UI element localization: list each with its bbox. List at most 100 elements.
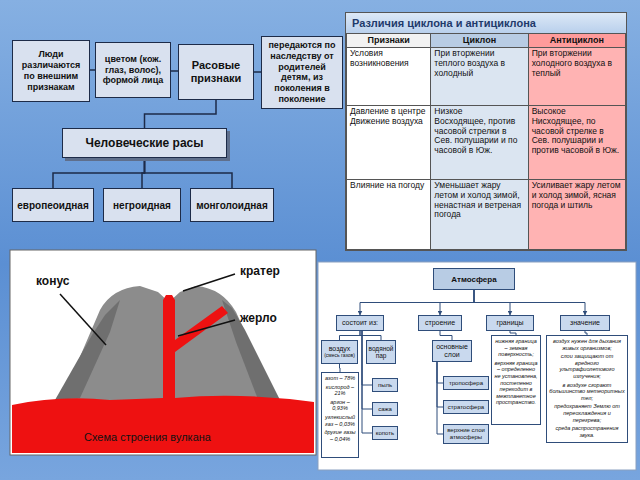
cell-text: Движение воздуха (350, 117, 427, 127)
node-text: монголоидная (196, 200, 268, 211)
cell-text: Циклон (434, 35, 524, 45)
feature-box: Расовые признаки (178, 44, 254, 100)
node-text: тропосфера (449, 380, 483, 387)
node-text: воздух (329, 345, 351, 353)
figure-caption: Схема строения вулкана (84, 431, 211, 443)
node-text: воздух нужен для дыхания живых организмо… (549, 338, 625, 351)
table-cell: Давление в центреДвижение воздуха (347, 106, 431, 180)
volcano-panel (10, 250, 316, 455)
race-box: негроидная (103, 188, 181, 222)
table-title: Различия циклона и антициклона (352, 17, 620, 29)
node-text: состоит из: (342, 319, 378, 327)
connector-line (360, 331, 381, 340)
layer-box: тропосфера (443, 376, 489, 390)
feature-box: Люди различаются по внешним признакам (12, 40, 90, 102)
table-title-bar: Различия циклона и антициклона (346, 13, 626, 33)
node-text: другие газы – 0,04% (324, 429, 356, 442)
cell-text: Высокое (532, 107, 622, 117)
node-text: основные слои (435, 343, 469, 359)
node-text: передаются по наследству от родителей де… (266, 40, 338, 105)
node-text: верхняя граница – определенно не установ… (494, 360, 538, 406)
table-cell: Влияние на погоду (347, 180, 431, 250)
connector-line (171, 70, 178, 72)
cell-text: Признаки (350, 35, 427, 45)
node-text: Атмосфера (451, 275, 496, 284)
cell-text: Влияние на погоду (350, 181, 427, 191)
node-text: Расовые признаки (183, 59, 249, 85)
leader-line (60, 294, 106, 345)
table-grid: Признаки Циклон АнтициклонУсловия возникно… (346, 33, 626, 250)
node-text: предохраняет Землю от переохлаждения и п… (549, 403, 625, 423)
table-cell: Циклон (431, 34, 528, 48)
node-text: водяной пар (369, 345, 394, 360)
item-box: основные слои (432, 340, 472, 362)
node-text: нижняя граница – земная поверхность; (494, 338, 538, 358)
connector-line (474, 290, 585, 315)
part-label: жерло (240, 311, 277, 325)
cell-text: Давление в центре (350, 107, 427, 117)
node-text: цветом (кож. глаз, волос), формой лица (100, 54, 166, 86)
cell-text: Уменьшает жару летом и холод зимой, нена… (434, 181, 524, 220)
table-cell: ВысокоеНисходящее, по часовой стрелке в … (528, 106, 625, 180)
layer-box: стратосфера (443, 400, 489, 414)
connector-line (360, 290, 474, 315)
node-text: слои защищают от вредного ультрафиолетов… (549, 353, 625, 379)
comparison-table: Различия циклона и антициклонаПризнаки Ци… (345, 12, 627, 251)
feature-box: цветом (кож. глаз, волос), формой лица (95, 42, 171, 98)
connector-line (440, 331, 452, 340)
node-text: в воздухе сгорают большинство метеоритны… (549, 382, 625, 402)
cell-text: Антициклон (532, 35, 622, 45)
node-text: Люди различаются по внешним признакам (17, 49, 85, 92)
item-box: пыль (372, 378, 398, 392)
node-text: верхние слои атмосферы (446, 427, 486, 441)
connector-line (145, 158, 233, 188)
node-text: Человеческие расы (86, 136, 204, 150)
node-text: сажа (378, 406, 392, 413)
node-text: негроидная (113, 200, 171, 211)
node-text: (смесь газов) (324, 353, 355, 359)
table-cell: Уменьшает жару летом и холод зимой, нена… (431, 180, 528, 250)
cell-text: Условия возникновения (350, 49, 427, 69)
node-text: стратосфера (448, 404, 484, 411)
item-box: водяной пар (366, 340, 396, 364)
cone-layer (55, 300, 120, 400)
node-text: значение (570, 319, 600, 327)
feature-box: передаются по наследству от родителей де… (261, 36, 343, 109)
table-cell: Усиливает жару летом и холод зимой, ясна… (528, 180, 625, 250)
node-text: границы (496, 319, 523, 327)
connector-line (53, 158, 145, 188)
table-row: Давление в центреДвижение воздухаНизкоеВ… (347, 106, 626, 180)
cell-text: При вторжении теплого воздуха в холодный (434, 49, 524, 78)
node-text: азот – 78% (325, 375, 355, 382)
item-box: воздух(смесь газов) (321, 340, 358, 364)
cell-text: Нисходящее, по часовой стрелке в Сев. по… (532, 117, 622, 156)
category-box: строение (418, 315, 462, 331)
table-row: Условия возникновения При вторжении тепло… (347, 48, 626, 106)
connector-line (145, 100, 217, 128)
connector-line (339, 364, 341, 372)
node-text: углекислый газ – 0,03% (324, 414, 356, 427)
table-cell: НизкоеВосходящее, против часовой стрелки… (431, 106, 528, 180)
layer-box: верхние слои атмосферы (443, 424, 489, 444)
cell-text: Усиливает жару летом и холод зимой, ясна… (532, 181, 622, 210)
table-cell: Антициклон (528, 34, 625, 48)
text-box: нижняя граница – земная поверхность;верх… (491, 335, 541, 425)
connector-line (440, 290, 474, 315)
category-box: значение (560, 315, 610, 331)
table-cell: При вторжении холодного воздуха в теплый (528, 48, 625, 106)
atmosphere-panel (318, 262, 636, 470)
part-label: конус (36, 274, 69, 288)
root-box: Атмосфера (433, 268, 515, 290)
category-box: состоит из: (336, 315, 384, 331)
leader-line (183, 274, 235, 291)
node-text: европеоидная (17, 200, 89, 211)
text-box: воздух нужен для дыхания живых организмо… (546, 335, 628, 443)
item-box: сажа (372, 402, 398, 416)
node-text: кислород – 21% (324, 384, 356, 397)
leader-line (178, 320, 235, 336)
node-text: пыль (378, 382, 392, 389)
item-box: копоть (372, 426, 398, 440)
magma (12, 295, 314, 453)
cell-text: При вторжении холодного воздуха в теплый (532, 49, 622, 78)
node-text: строение (425, 319, 455, 327)
